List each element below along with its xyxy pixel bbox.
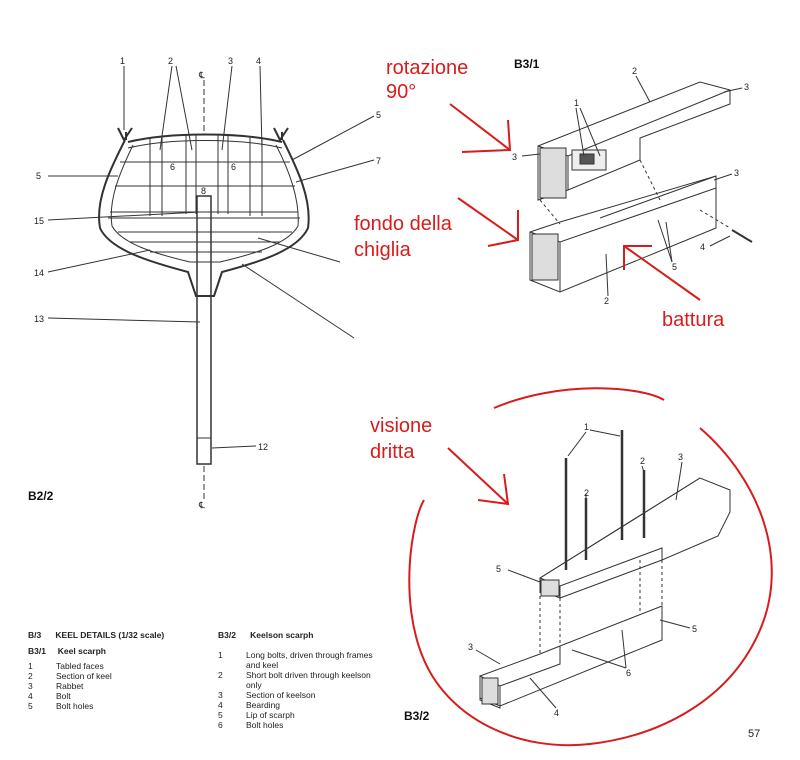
legend-item-text: Long bolts, driven through frames and ke… xyxy=(246,650,373,670)
callout-4: 4 xyxy=(256,56,261,66)
callout-3: 3 xyxy=(734,168,739,178)
legend-header-code: B3/2 xyxy=(218,630,236,640)
callout-3: 3 xyxy=(468,642,473,652)
red-annotation-arrows xyxy=(447,103,701,506)
legend-item-text: Rabbet xyxy=(56,681,84,691)
callout-5: 5 xyxy=(692,624,697,634)
legend-item-text: Short bolt driven through keelson only xyxy=(246,670,371,690)
legend-item-text: Bolt holes xyxy=(246,720,284,730)
legend-header: B3/2 Keelson scarph xyxy=(218,630,386,640)
callout-8: 8 xyxy=(201,186,206,196)
keelson-scarph-drawing xyxy=(475,429,731,709)
annotation-rabbet: battura xyxy=(662,309,725,331)
callout-3: 3 xyxy=(512,152,517,162)
legend-header: B/3 KEEL DETAILS (1/32 scale) xyxy=(28,630,213,640)
legend-item-num: 1 xyxy=(218,650,223,660)
callout-1: 1 xyxy=(584,422,589,432)
figure-tag-b3-2: B3/2 xyxy=(404,709,430,723)
legend-keel-details: B/3 KEEL DETAILS (1/32 scale) B3/1 Keel … xyxy=(28,630,213,711)
legend-keelson-scarph: B3/2 Keelson scarph 1 Long bolts, driven … xyxy=(218,630,386,730)
keel-scarph-callouts: 2 3 1 3 3 4 2 5 xyxy=(512,66,749,306)
callout-14: 14 xyxy=(34,268,44,278)
callout-2: 2 xyxy=(640,456,645,466)
keel-scarph-drawing xyxy=(521,75,753,297)
legend-item-text: Bolt xyxy=(56,691,71,701)
callout-5-right: 5 xyxy=(376,110,381,120)
legend-item-text: Lip of scarph xyxy=(246,710,295,720)
callout-5: 5 xyxy=(672,262,677,272)
legend-item-text: Bearding xyxy=(246,700,281,710)
legend-item: 4 Bolt xyxy=(28,691,213,701)
legend-header-title: Keelson scarph xyxy=(250,630,314,640)
annotation-rotation-line1: rotazione xyxy=(386,57,468,79)
legend-item-num: 3 xyxy=(28,681,33,691)
callout-15: 15 xyxy=(34,216,44,226)
callout-2: 2 xyxy=(584,488,589,498)
legend-item-num: 3 xyxy=(218,690,223,700)
legend-header-title: KEEL DETAILS (1/32 scale) xyxy=(55,630,165,640)
legend-item: 1 Tabled faces xyxy=(28,661,213,671)
callout-1: 1 xyxy=(574,98,579,108)
legend-item: 5 Bolt holes xyxy=(28,701,213,711)
figure-tag-b2-2: B2/2 xyxy=(28,489,54,503)
keelson-scarph-callouts: 1 2 2 3 5 5 3 6 4 xyxy=(468,422,697,718)
centerline-symbol-top: ℄ xyxy=(198,70,205,80)
callout-2: 2 xyxy=(168,56,173,66)
callout-5: 5 xyxy=(496,564,501,574)
annotation-keel-bottom-line2: chiglia xyxy=(354,239,412,261)
callout-6: 6 xyxy=(626,668,631,678)
legend-sub-code: B3/1 xyxy=(28,646,46,656)
callout-5-left: 5 xyxy=(36,171,41,181)
legend-item-num: 1 xyxy=(28,661,33,671)
callout-7: 7 xyxy=(376,156,381,166)
cross-section-drawing xyxy=(47,65,375,500)
annotation-keel-bottom-line1: fondo della xyxy=(354,213,453,235)
callout-1: 1 xyxy=(120,56,125,66)
legend-item-text: Tabled faces xyxy=(56,661,104,671)
legend-item: 2 Short bolt driven through keelson only xyxy=(218,670,386,690)
legend-item-num: 5 xyxy=(28,701,33,711)
page-number: 57 xyxy=(748,728,761,740)
legend-item: 6 Bolt holes xyxy=(218,720,386,730)
legend-item-num: 4 xyxy=(218,700,223,710)
annotation-rotation-line2: 90° xyxy=(386,81,416,103)
red-circle-highlight xyxy=(408,387,773,747)
legend-item-num: 5 xyxy=(218,710,223,720)
legend-item-text: Section of keelson xyxy=(246,690,316,700)
callout-13: 13 xyxy=(34,314,44,324)
legend-item-text: Section of keel xyxy=(56,671,112,681)
legend-item: 5 Lip of scarph xyxy=(218,710,386,720)
legend-item-num: 2 xyxy=(28,671,33,681)
legend-item: 3 Section of keelson xyxy=(218,690,386,700)
callout-6-left: 6 xyxy=(170,162,175,172)
annotation-straight-view-line1: visione xyxy=(370,415,432,437)
figure-tag-b3-1: B3/1 xyxy=(514,57,540,71)
legend-item: 3 Rabbet xyxy=(28,681,213,691)
legend-item-text: Bolt holes xyxy=(56,701,94,711)
callout-3: 3 xyxy=(228,56,233,66)
callout-2: 2 xyxy=(632,66,637,76)
legend-item-num: 6 xyxy=(218,720,223,730)
callout-6-right: 6 xyxy=(231,162,236,172)
legend-header-code: B/3 xyxy=(28,630,42,640)
legend-item: 2 Section of keel xyxy=(28,671,213,681)
legend-sub-title: Keel scarph xyxy=(57,646,106,656)
callout-12: 12 xyxy=(258,442,268,452)
legend-item-num: 4 xyxy=(28,691,33,701)
cross-section-callouts: 1 2 3 4 5 5 6 6 7 8 15 14 13 12 ℄ ℄ xyxy=(34,56,381,510)
callout-4: 4 xyxy=(700,242,705,252)
callout-3: 3 xyxy=(744,82,749,92)
callout-3: 3 xyxy=(678,452,683,462)
annotation-straight-view-line2: dritta xyxy=(370,441,415,463)
callout-2: 2 xyxy=(604,296,609,306)
red-annotations: rotazione 90° fondo della chiglia battur… xyxy=(354,57,725,463)
legend-item: 1 Long bolts, driven through frames and k… xyxy=(218,650,386,670)
legend-item: 4 Bearding xyxy=(218,700,386,710)
centerline-symbol-bottom: ℄ xyxy=(198,500,205,510)
callout-4: 4 xyxy=(554,708,559,718)
legend-subheader: B3/1 Keel scarph xyxy=(28,646,213,656)
legend-item-num: 2 xyxy=(218,670,223,680)
